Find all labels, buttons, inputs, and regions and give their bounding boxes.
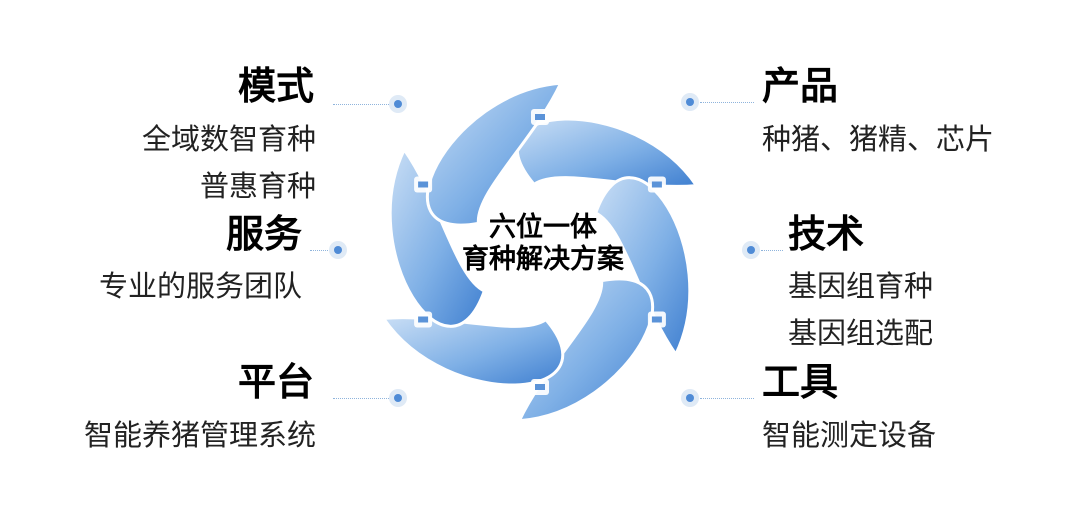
document-icon: [414, 176, 433, 193]
model-title: 模式: [237, 64, 314, 108]
center-line-2: 育种解决方案: [462, 244, 624, 275]
location-icon: [414, 311, 433, 328]
service-dot: [329, 241, 347, 259]
model-line-2: 普惠育种: [199, 169, 316, 203]
product-connector: [700, 102, 754, 103]
tool-line-1: 智能测定设备: [762, 418, 937, 452]
tool-connector: [700, 398, 754, 399]
service-line-1: 专业的服务团队: [98, 269, 302, 303]
tech-connector: [761, 250, 783, 251]
swirl-blade: [380, 316, 565, 387]
users-icon: [531, 379, 549, 395]
product-dot: [681, 93, 699, 111]
tech-title: 技术: [788, 212, 865, 256]
platform-line-1: 智能养猪管理系统: [83, 418, 316, 452]
chart-icon: [531, 109, 549, 125]
tool-dot: [681, 389, 699, 407]
model-dot: [389, 95, 407, 113]
center-line-1: 六位一体: [489, 212, 597, 243]
platform-title: 平台: [237, 360, 314, 404]
model-connector: [333, 104, 395, 105]
swirl-blade: [425, 81, 564, 227]
tech-line-2: 基因组选配: [788, 316, 934, 350]
clipboard-icon: [647, 311, 666, 328]
apps-icon: [647, 176, 666, 193]
platform-connector: [333, 398, 395, 399]
tool-title: 工具: [762, 360, 839, 404]
platform-dot: [389, 389, 407, 407]
swirl-blade: [515, 117, 700, 188]
swirl-blade: [388, 146, 487, 328]
service-title: 服务: [225, 212, 302, 256]
tech-dot: [742, 241, 760, 259]
model-line-1: 全域数智育种: [141, 122, 316, 156]
service-connector: [310, 250, 334, 251]
swirl-blade: [593, 176, 692, 358]
swirl-blade: [516, 277, 655, 423]
tech-line-1: 基因组育种: [788, 269, 934, 303]
product-line-1: 种猪、猪精、芯片: [762, 122, 995, 156]
center-label: 六位一体 育种解决方案: [443, 212, 643, 276]
product-title: 产品: [762, 64, 839, 108]
